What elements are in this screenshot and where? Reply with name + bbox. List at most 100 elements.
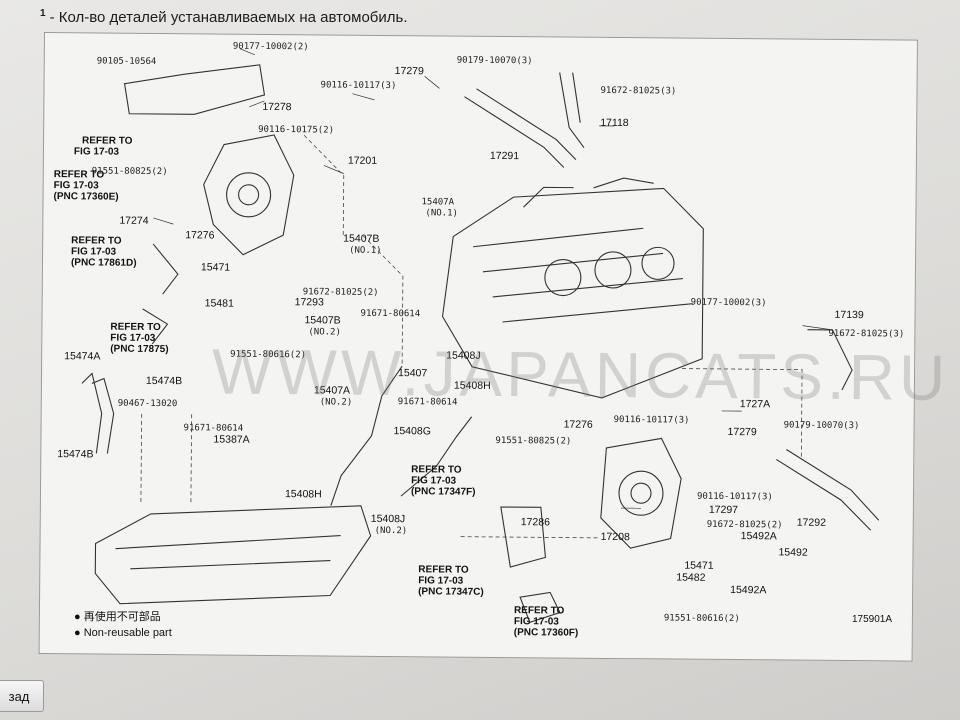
right-turbo-drawing	[600, 437, 682, 549]
label: 90179-10070(3)	[784, 420, 860, 431]
legend: ● 再使用不可部品 ● Non-reusable part	[74, 608, 172, 642]
diagram-drawing: 90177-10002(2) 90105-10564 17278 17279 9…	[54, 42, 905, 639]
label: 91671-80614	[398, 397, 458, 408]
refer-line3: (PNC 17347F)	[411, 486, 476, 498]
label: (NO.1)	[349, 246, 382, 256]
label: 17279	[727, 426, 756, 438]
figure-id: 175901A	[852, 614, 893, 625]
label: 90116-10117(3)	[697, 492, 773, 503]
label: 15408G	[393, 425, 430, 437]
label: 91551-80825(2)	[92, 166, 168, 177]
oil-pan-drawing	[94, 505, 372, 605]
label: 17208	[601, 531, 630, 543]
footnote-marker: 1	[40, 8, 46, 19]
refer-line3: (PNC 17875)	[110, 344, 168, 356]
label: 15407	[398, 367, 427, 379]
label: 91551-80616(2)	[664, 613, 740, 624]
refer-line1: REFER TO	[71, 235, 122, 246]
refer-line3: (PNC 17347C)	[418, 586, 484, 598]
label: 90116-10117(3)	[614, 415, 690, 426]
refer-line1: REFER TO	[411, 464, 462, 475]
label: 15408J	[446, 350, 481, 362]
label: 91672-81025(2)	[303, 287, 379, 298]
label: 15387A	[213, 433, 249, 445]
label: 91672-81025(3)	[600, 86, 676, 97]
refer-line2: FIG 17-03	[411, 475, 457, 486]
label: 17201	[348, 155, 377, 167]
refer-line2: FIG 17-03	[71, 246, 117, 257]
label: 15474B	[146, 375, 182, 387]
refer-line3: (PNC 17861D)	[71, 257, 137, 269]
label: 91671-80614	[184, 423, 244, 434]
label: 15407A	[421, 197, 454, 207]
label: 91551-80825(2)	[495, 436, 571, 447]
label: 15482	[676, 572, 705, 584]
engine-block-drawing	[441, 177, 704, 399]
label: 17293	[295, 296, 324, 308]
label: 17276	[564, 419, 593, 431]
label: 15471	[684, 560, 713, 572]
back-button[interactable]: зад	[0, 680, 44, 712]
label: 17276	[185, 229, 214, 241]
refer-line2: FIG 17-03	[110, 333, 156, 344]
label: 90105-10564	[97, 56, 157, 67]
leader-lines	[153, 48, 833, 509]
label: 15481	[205, 297, 234, 309]
legend-item: ● Non-reusable part	[74, 627, 172, 639]
left-turbo-drawing	[123, 64, 295, 256]
footnote: 1- Кол-во деталей устанавливаемых на авт…	[40, 8, 408, 26]
label: 90177-10002(2)	[233, 42, 309, 53]
label: 15474B	[57, 448, 93, 460]
legend-item: ● 再使用不可部品	[74, 611, 161, 623]
footnote-text: - Кол-во деталей устанавливаемых на авто…	[49, 9, 408, 26]
label: 17139	[835, 309, 864, 321]
label: 90177-10002(3)	[691, 298, 767, 309]
label: 90467-13020	[118, 399, 178, 410]
label: 15492A	[741, 530, 777, 542]
label: (NO.2)	[308, 327, 341, 337]
label: 17292	[797, 517, 826, 529]
label: 91551-80616(2)	[230, 350, 306, 361]
refer-line2: FIG 17-03	[514, 616, 560, 627]
label: 90179-10070(3)	[457, 56, 533, 67]
refer-line1: REFER TO	[110, 322, 161, 333]
label: 15408H	[285, 488, 322, 500]
label: (NO.2)	[320, 397, 353, 407]
label: 15408J	[371, 513, 406, 525]
refer-line2: FIG 17-03	[418, 575, 464, 586]
refer-line2: FIG 17-03	[54, 180, 100, 191]
refer-line1: REFER TO	[82, 135, 133, 146]
label: (NO.1)	[425, 208, 458, 218]
label: 15474A	[64, 350, 100, 362]
label: 15492A	[730, 584, 766, 596]
label: 15471	[201, 261, 230, 273]
refer-line3: (PNC 17360F)	[514, 627, 579, 639]
label: 15407B	[343, 233, 379, 245]
refer-callouts: REFER TO FIG 17-03 REFER TO FIG 17-03 (P…	[54, 135, 579, 639]
parts-diagram: 90177-10002(2) 90105-10564 17278 17279 9…	[38, 32, 949, 662]
label: 15407A	[314, 384, 350, 396]
label: 15492	[778, 546, 807, 558]
pipes-drawing	[81, 72, 880, 623]
label: 91672-81025(2)	[707, 520, 783, 531]
part-labels: 90177-10002(2) 90105-10564 17278 17279 9…	[57, 42, 904, 624]
label: 17291	[490, 150, 519, 162]
label: 90116-10117(3)	[321, 80, 397, 91]
label: 17278	[262, 101, 291, 113]
refer-line1: REFER TO	[514, 605, 565, 616]
label: 17118	[600, 117, 629, 129]
refer-line1: REFER TO	[54, 169, 105, 180]
watermark: WWW.JAPANCATS.RU	[211, 335, 950, 414]
refer-line2: FIG 17-03	[74, 146, 120, 157]
label: 90116-10175(2)	[258, 125, 334, 136]
label: (NO.2)	[375, 526, 408, 536]
label: 91671-80614	[361, 309, 421, 320]
label: 1727A	[740, 398, 770, 410]
label: 17279	[395, 65, 424, 77]
label: 17286	[521, 516, 550, 528]
refer-line1: REFER TO	[418, 564, 469, 575]
label: 17274	[119, 215, 148, 227]
refer-line3: (PNC 17360E)	[54, 191, 119, 203]
label: 15408H	[454, 380, 491, 392]
